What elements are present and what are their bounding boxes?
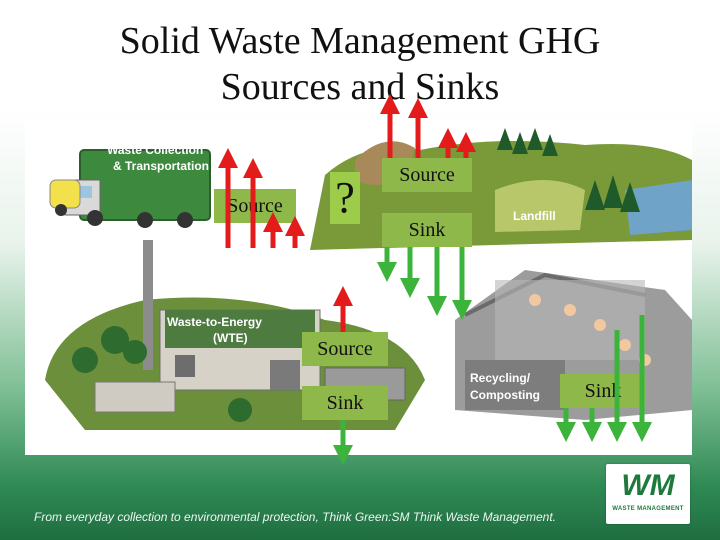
landfill-sink-tag: Sink <box>382 213 472 247</box>
wm-logo-subtext: WASTE MANAGEMENT <box>612 506 684 512</box>
title-line-2: Sources and Sinks <box>220 66 500 108</box>
collection-label-2: & Transportation <box>113 159 209 173</box>
wm-logo-mark: WM <box>621 469 675 502</box>
landfill-source-tag: Source <box>382 158 472 192</box>
landfill-label: Landfill <box>513 209 556 223</box>
wte-sink-tag: Sink <box>302 386 388 420</box>
landfill-sink-arrows <box>377 247 472 320</box>
footer-tagline: From everyday collection to environmenta… <box>34 510 557 524</box>
recycling-sink-arrows <box>556 315 652 442</box>
collection-source-arrows <box>218 148 305 248</box>
collection-scene: Waste Collection & Transportation <box>49 143 211 228</box>
collection-label-1: Waste Collection <box>107 143 203 157</box>
recycling-sink-tag: Sink <box>560 374 646 408</box>
recycling-label-2: Composting <box>470 388 540 402</box>
wm-logo: WM WASTE MANAGEMENT <box>606 464 690 524</box>
wte-label-1: Waste-to-Energy <box>167 315 262 329</box>
wte-source-tag: Source <box>302 332 388 366</box>
title-line-1: Solid Waste Management GHG <box>119 20 601 62</box>
landfill-source-arrows <box>380 94 476 158</box>
wte-label-2: (WTE) <box>213 331 248 345</box>
landfill-question-tag: ? <box>330 172 360 224</box>
recycling-label-1: Recycling/ <box>470 371 531 385</box>
waste-illustration: Waste Collection & Transportation Landfi… <box>45 128 692 430</box>
